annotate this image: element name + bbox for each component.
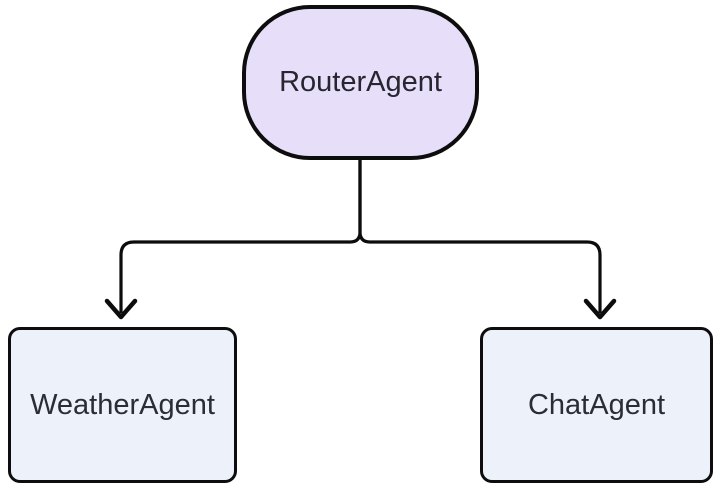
node-weatheragent-label: WeatherAgent <box>30 388 215 421</box>
weather-arrowhead-icon <box>104 298 138 320</box>
node-chatagent: ChatAgent <box>480 327 713 483</box>
edge-group <box>104 160 617 320</box>
edge-router-to-chatagent <box>358 160 602 313</box>
chat-arrowhead-icon <box>583 298 617 320</box>
node-chatagent-label: ChatAgent <box>527 388 666 421</box>
node-routeragent-label: RouterAgent <box>279 66 442 99</box>
node-weatheragent: WeatherAgent <box>8 327 237 483</box>
node-routeragent: RouterAgent <box>242 5 479 160</box>
edge-router-to-weatheragent <box>119 160 362 313</box>
